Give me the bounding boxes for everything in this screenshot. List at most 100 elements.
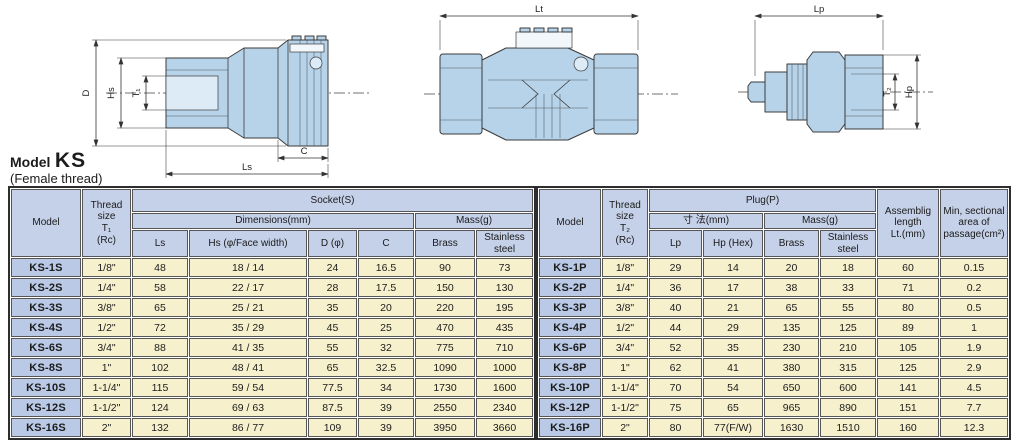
value-cell: 2.9	[940, 358, 1008, 378]
value-cell: 89	[877, 318, 939, 338]
value-cell: 1/2"	[82, 318, 131, 338]
plug-tip	[747, 81, 766, 103]
value-cell: 70	[649, 378, 702, 398]
value-cell: 470	[415, 318, 475, 338]
value-cell: 72	[132, 318, 188, 338]
value-cell: 90	[415, 258, 475, 278]
model-cell: KS-1P	[539, 258, 601, 278]
model-cell: KS-10P	[539, 378, 601, 398]
dim-label-lt: Lt	[535, 4, 543, 15]
value-cell: 60	[877, 258, 939, 278]
value-cell: 21	[703, 298, 763, 318]
left-hex-nut	[439, 53, 483, 135]
value-cell: 0.2	[940, 278, 1008, 298]
value-cell: 230	[764, 338, 819, 358]
header-min-sectional-area: Min, sectional area of passage(cm²)	[940, 189, 1008, 258]
value-cell: 86 / 77	[189, 418, 307, 438]
column-header-c: C	[358, 229, 414, 258]
model-cell: KS-12P	[539, 398, 601, 418]
value-cell: 141	[877, 378, 939, 398]
value-cell: 1-1/2"	[602, 398, 648, 418]
valve-pin	[289, 43, 325, 53]
value-cell: 1"	[602, 358, 648, 378]
value-cell: 17.5	[358, 278, 414, 298]
value-cell: 80	[877, 298, 939, 318]
value-cell: 40	[649, 298, 702, 318]
header-dimensions-jp: 寸 法(mm)	[649, 213, 763, 229]
value-cell: 17	[703, 278, 763, 298]
value-cell: 41	[703, 358, 763, 378]
value-cell: 1-1/4"	[82, 378, 131, 398]
value-cell: 18 / 14	[189, 258, 307, 278]
column-header-brass: Brass	[764, 229, 819, 258]
page-title: Model KS	[10, 149, 102, 172]
value-cell: 14	[703, 258, 763, 278]
value-cell: 132	[132, 418, 188, 438]
value-cell: 44	[649, 318, 702, 338]
value-cell: 965	[764, 398, 819, 418]
value-cell: 35	[308, 298, 357, 318]
value-cell: 48 / 41	[189, 358, 307, 378]
dim-label-d: D	[81, 89, 92, 96]
value-cell: 1-1/2"	[82, 398, 131, 418]
model-cell: KS-1S	[11, 258, 81, 278]
value-cell: 3/8"	[602, 298, 648, 318]
value-cell: 32.5	[358, 358, 414, 378]
value-cell: 1090	[415, 358, 475, 378]
value-cell: 210	[820, 338, 876, 358]
value-cell: 1510	[820, 418, 876, 438]
value-cell: 2"	[602, 418, 648, 438]
spec-tables-region: Model Thread size T₁ (Rc) Socket(S) Dime…	[8, 186, 1011, 440]
model-cell: KS-10S	[11, 378, 81, 398]
header-model: Model	[11, 189, 81, 258]
page-subtitle: (Female thread)	[10, 171, 103, 187]
model-cell: KS-4S	[11, 318, 81, 338]
model-cell: KS-6P	[539, 338, 601, 358]
model-cell: KS-2S	[11, 278, 81, 298]
value-cell: 39	[358, 418, 414, 438]
model-cell: KS-16S	[11, 418, 81, 438]
dim-label-lp: Lp	[814, 4, 825, 15]
value-cell: 77(F/W)	[703, 418, 763, 438]
value-cell: 102	[132, 358, 188, 378]
plug-body	[806, 51, 846, 133]
column-header-d: D (φ)	[308, 229, 357, 258]
value-cell: 52	[649, 338, 702, 358]
value-cell: 1600	[476, 378, 533, 398]
title-block: Model KS (Female thread)	[10, 149, 103, 187]
value-cell: 150	[415, 278, 475, 298]
value-cell: 20	[764, 258, 819, 278]
value-cell: 3950	[415, 418, 475, 438]
value-cell: 315	[820, 358, 876, 378]
catalog-page: { "page": { "title_prefix": "Model", "ti…	[8, 4, 1011, 440]
value-cell: 0.15	[940, 258, 1008, 278]
socket-spec-table: Model Thread size T₁ (Rc) Socket(S) Dime…	[8, 186, 536, 440]
header-assembly-length: Assemblig length Lt.(mm)	[877, 189, 939, 258]
value-cell: 105	[877, 338, 939, 358]
value-cell: 2340	[476, 398, 533, 418]
header-plug-group: Plug(P)	[649, 189, 876, 212]
value-cell: 125	[820, 318, 876, 338]
value-cell: 2"	[82, 418, 131, 438]
value-cell: 220	[415, 298, 475, 318]
column-header-hs: Hs (φ/Face width)	[189, 229, 307, 258]
value-cell: 160	[877, 418, 939, 438]
value-cell: 1"	[82, 358, 131, 378]
value-cell: 32	[358, 338, 414, 358]
column-header-stainless: Stainless steel	[820, 229, 876, 258]
value-cell: 1000	[476, 358, 533, 378]
value-cell: 62	[649, 358, 702, 378]
value-cell: 34	[358, 378, 414, 398]
value-cell: 18	[820, 258, 876, 278]
value-cell: 65	[132, 298, 188, 318]
value-cell: 890	[820, 398, 876, 418]
value-cell: 20	[358, 298, 414, 318]
value-cell: 124	[132, 398, 188, 418]
